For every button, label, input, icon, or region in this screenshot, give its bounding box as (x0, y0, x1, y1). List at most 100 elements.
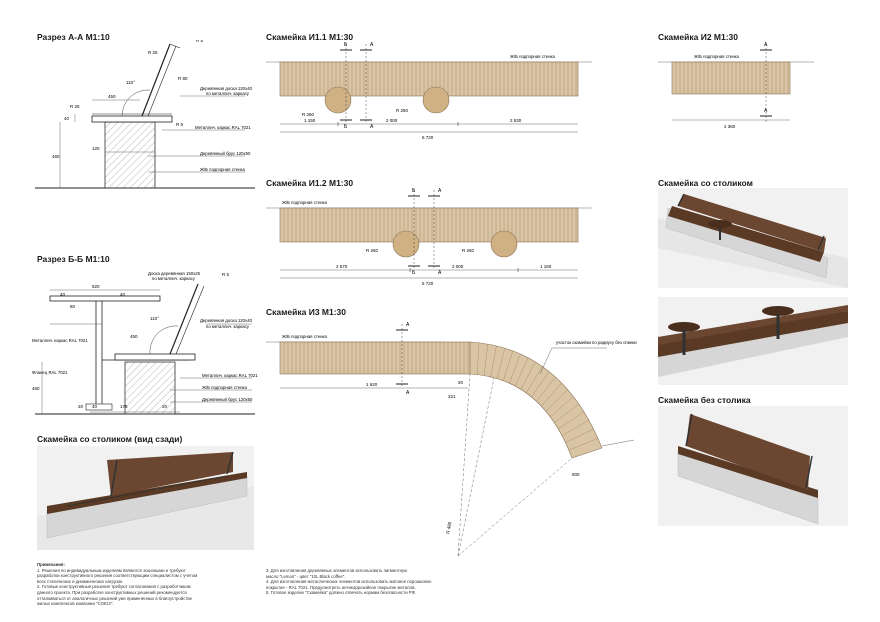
bb-dim-20: 20 (78, 404, 84, 409)
i3-section-a-top: А (406, 322, 410, 328)
i2-dim-2360: 2 360 (724, 124, 736, 129)
wood-slat (509, 353, 521, 384)
wood-slat (520, 361, 536, 390)
i11-section-b-bot: Б (344, 124, 348, 130)
aa-r25-left: R 25 (70, 104, 80, 109)
note-line: 4. Для изготовления металлических элемен… (266, 579, 432, 585)
i3-r480: R 480 (445, 521, 452, 534)
bb-dim-175: 175 (120, 404, 128, 409)
bb-to-frame-2: по металлич. каркасу (206, 324, 250, 329)
i3-zhb-wall: Ж/Б подпорная стенка (282, 334, 327, 339)
aa-to-frame: по металлич. каркасу (206, 91, 250, 96)
i12-dim-1150: 1 150 (540, 264, 552, 269)
render-bench-rear-view (37, 446, 254, 550)
i11-r260-b: R 260 (396, 108, 409, 113)
wood-slat (558, 411, 585, 430)
aa-zhb-wall: Ж/Б подпорная стенка (200, 167, 245, 172)
note-line: отталкиваться от аналогичных решений уже… (37, 595, 192, 601)
i11-dim-5720: 5 720 (422, 135, 434, 140)
render-bench-without-table (658, 406, 848, 526)
bb-dim-40c: 40 (92, 404, 98, 409)
bb-r5: R 5 (222, 272, 230, 277)
wood-slat (536, 376, 556, 402)
bb-dim-460: 460 (32, 386, 40, 391)
title-rear-view: Скамейка со столиком (вид сзади) (37, 434, 183, 444)
aa-r5-mid: R 5 (176, 122, 184, 127)
title-section-aa: Разрез А-А М1:10 (37, 32, 110, 42)
bb-flange: Фланец RAL 7021 (32, 370, 68, 375)
note-line: 1. Решения по индивидуальным изделиям яв… (37, 567, 186, 573)
bb-dim-520: 520 (92, 284, 100, 289)
note-line: 3. Для изготовления деревянных элементов… (266, 568, 408, 573)
i3-dim-600: 600 (572, 472, 580, 477)
title-bench-i11: Скамейка И1.1 М1:30 (266, 32, 354, 42)
bb-board-150: Доска деревянная 150х25 (148, 271, 201, 276)
bench-i12-plan: Б А Ж/Б подпорная стенка R 260 R 260 Б А… (266, 188, 592, 286)
bb-angle: 110° (150, 316, 159, 321)
wood-slat (550, 396, 574, 417)
i12-dim-2000: 2 000 (452, 264, 464, 269)
aa-dim-460: 460 (52, 154, 60, 159)
notes-heading: Примечания: (37, 562, 65, 567)
aa-r80: R 80 (178, 76, 188, 81)
wood-slat (483, 344, 489, 376)
note-line: покрытие - RAL 7021. Предусмотреть антик… (266, 584, 416, 590)
bb-wood-beam: Деревянный брус 120х50 (202, 397, 253, 402)
note-line: жилых комплексов компании "СОЮЗ". (37, 601, 114, 607)
bb-wood-board: Деревянная доска 120х40 (200, 318, 253, 323)
i12-dim-2570: 2 570 (336, 264, 348, 269)
wood-slat (503, 350, 513, 381)
aa-angle: 110° (126, 80, 135, 85)
section-bb-drawing: R 5 Доска деревянная 150х25 по металлич.… (32, 271, 258, 415)
i11-dim-2000: 2 000 (386, 118, 398, 123)
bb-metal-frame-r: Металлич. каркас RAL 7021 (202, 373, 258, 378)
bb-dim-60: 60 (70, 304, 76, 309)
i3-dim-1620: 1 620 (366, 382, 378, 387)
bb-metal-frame: Металлич. каркас RAL 7021 (32, 338, 88, 343)
bb-dim-40a: 40 (60, 292, 66, 297)
i2-section-a-top: А (764, 42, 768, 48)
notes-column-2: 3. Для изготовления деревянных элементов… (266, 568, 496, 596)
i11-dim-1150: 1 150 (304, 118, 316, 123)
i11-r260-a: R 260 (302, 112, 315, 117)
i2-zhb-wall: Ж/Б подпорная стенка (694, 54, 739, 59)
i12-dim-5720: 5 720 (422, 281, 434, 286)
note-line: данного проекта. При разработке конструк… (37, 589, 187, 595)
note-line: 5. Готовое изделие "Скамейка" должно отв… (266, 590, 417, 596)
i12-section-a-top: А (438, 188, 442, 194)
wood-slat (515, 357, 529, 387)
note-line: разработки конструктивного решения соотв… (37, 573, 198, 579)
note-line: всех статических и динамических нагрузок… (37, 578, 124, 584)
wood-slat (541, 382, 562, 407)
i3-section-a-bot: А (406, 390, 410, 396)
i3-dim-321: 321 (448, 394, 456, 399)
bench-i11-plan: Б А Ж/Б подпорная стенка R 260 R 260 Б А… (266, 42, 592, 140)
notes-column-1: Примечания: 1. Решения по индивидуальным… (37, 562, 257, 607)
i12-zhb-wall: Ж/Б подпорная стенка (282, 200, 327, 205)
aa-dim-120: 120 (92, 146, 100, 151)
wood-slat (490, 345, 497, 377)
bb-dim-20b: 20 (162, 404, 168, 409)
title-bench-i12: Скамейка И1.2 М1:30 (266, 178, 354, 188)
title-bench-i2: Скамейка И2 М1:30 (658, 32, 738, 42)
i12-r260-a: R 260 (366, 248, 379, 253)
bench-i3-plan: А Ж/Б подпорная стенка участок скамейки … (266, 322, 637, 557)
aa-wood-beam: Деревянный брус 120х50 (200, 151, 251, 156)
i12-section-b-top: Б (412, 188, 416, 194)
wood-slat (561, 419, 589, 436)
i11-section-a-top: А (370, 42, 374, 48)
bench-i2-plan: А Ж/Б подпорная стенка А 2 360 (658, 42, 814, 129)
i12-section-a-bot: А (438, 270, 442, 276)
bb-dim-450: 450 (130, 334, 138, 339)
wood-slat (554, 403, 579, 423)
render-bench-with-table (658, 188, 848, 288)
bb-zhb-wall: Ж/Б подпорная стенка (202, 385, 247, 390)
section-aa-drawing: R 5 R 25 110° R 80 450 R 25 40 R 5 120 4… (35, 40, 255, 189)
i2-section-a-bot: А (764, 108, 768, 114)
aa-metal-frame: Металлич. каркас RAL 7021 (195, 125, 251, 130)
render-bench-table-closeup (658, 297, 848, 385)
i11-section-b-top: Б (344, 42, 348, 48)
i11-zhb-wall: Ж/Б подпорная стенка (510, 54, 555, 59)
wood-slat (476, 342, 480, 375)
i11-dim-2530: 2 530 (510, 118, 522, 123)
